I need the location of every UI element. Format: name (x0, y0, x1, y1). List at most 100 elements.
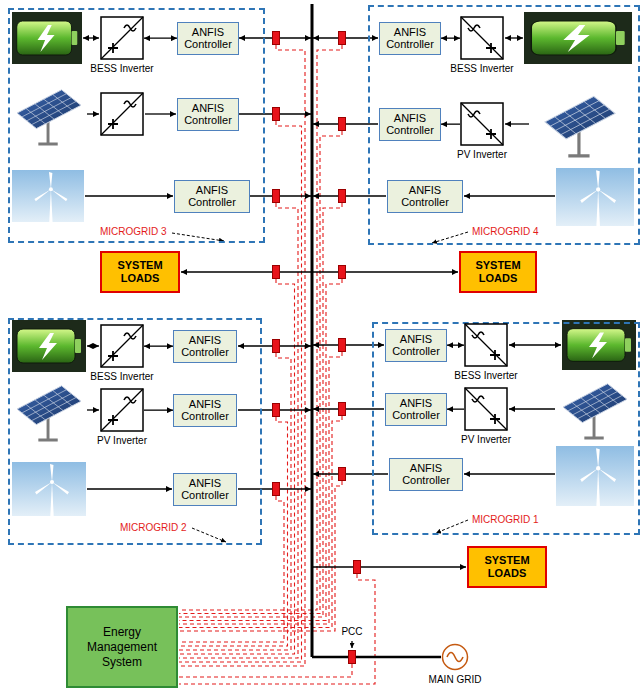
inverter-symbol (465, 388, 507, 430)
inverter-symbol (100, 388, 144, 432)
pv-panel-icon (545, 96, 615, 156)
controller-box: ANFIS Controller (379, 108, 441, 141)
inverter-label: BESS Inverter (90, 63, 153, 74)
controller-label: ANFIS Controller (177, 477, 233, 502)
switch-symbol (339, 468, 346, 481)
power-connector (441, 123, 460, 124)
grid-source-symbol (441, 643, 469, 671)
system-label: Energy Management System (74, 625, 170, 670)
controller-label: ANFIS Controller (389, 397, 443, 422)
region-pointer (432, 232, 468, 243)
inverter-symbol (100, 324, 144, 368)
inverter-symbol (101, 93, 143, 135)
inverter-box: BESS Inverter (464, 323, 508, 367)
power-wire (83, 38, 561, 648)
wind-turbine-icon (12, 168, 634, 516)
pv-panel-icon (17, 90, 627, 440)
microgrid-region: BESS InverterANFIS ControllerANFIS Contr… (8, 8, 265, 243)
pv-panel-icon (17, 90, 81, 144)
control-signal-line (179, 203, 298, 658)
inverter-symbol (464, 323, 508, 367)
power-wire (85, 195, 173, 196)
pv-panel-icon (17, 386, 81, 440)
power-wire (83, 37, 99, 38)
inverter-symbol (101, 93, 143, 135)
power-wire (464, 195, 555, 196)
controller-box: ANFIS Controller (173, 330, 237, 363)
controller-label: ANFIS Controller (181, 102, 235, 127)
controller-box: ANFIS Controller (173, 473, 237, 506)
power-connector (144, 409, 173, 410)
load-label: SYSTEM LOADS (465, 259, 531, 285)
power-wire (313, 473, 388, 474)
grid-source-symbol (447, 653, 463, 662)
grid-source-symbol (443, 645, 468, 670)
grid-source: MAIN GRID (441, 643, 469, 671)
controller-label: ANFIS Controller (178, 184, 246, 209)
region-pointer (192, 528, 226, 542)
switch-symbol (354, 561, 361, 574)
control-signal-line (179, 574, 375, 684)
controller-label: ANFIS Controller (391, 184, 459, 209)
region-pointer (172, 232, 468, 542)
wind-turbine-icon (12, 462, 86, 516)
controller-label: ANFIS Controller (181, 26, 235, 51)
control-signal-line (179, 417, 288, 646)
region-label: MICROGRID 2 (120, 522, 187, 533)
power-wire (87, 345, 99, 346)
power-wire (509, 408, 555, 409)
inverter-box: BESS Inverter (100, 16, 144, 60)
controller-label: ANFIS Controller (393, 462, 459, 487)
load-label: SYSTEM LOADS (106, 259, 174, 285)
controller-box: ANFIS Controller (173, 394, 237, 427)
switch-symbol (273, 340, 280, 353)
switch-symbol (273, 108, 280, 121)
power-wire (145, 113, 176, 114)
inverter-symbol (464, 387, 508, 431)
power-wire (87, 409, 99, 410)
point-label: PCC (341, 626, 362, 637)
control-signal-line (179, 45, 375, 684)
load-label: SYSTEM LOADS (473, 554, 541, 580)
inverter-label: PV Inverter (97, 435, 147, 446)
switch-symbol (273, 266, 280, 279)
switch-symbol (273, 190, 280, 203)
controller-box: ANFIS Controller (379, 22, 441, 55)
inverter-label: PV Inverter (457, 149, 507, 160)
power-connector (441, 37, 460, 38)
inverter-symbol (101, 325, 143, 367)
switch-symbol (339, 266, 346, 279)
controller-label: ANFIS Controller (383, 112, 437, 137)
controller-label: ANFIS Controller (383, 26, 437, 51)
controller-label: ANFIS Controller (177, 334, 233, 359)
power-wire (87, 113, 99, 114)
load-box: SYSTEM LOADS (467, 546, 547, 588)
battery-icon (524, 12, 632, 64)
microgrid-region: ANFIS ControllerBESS InverterANFIS Contr… (368, 5, 640, 245)
switch-symbol (339, 32, 346, 45)
power-wire (313, 271, 458, 272)
power-connector (447, 344, 464, 345)
microgrid-region: ANFIS ControllerBESS InverterANFIS Contr… (372, 322, 640, 535)
controller-box: ANFIS Controller (174, 180, 250, 213)
microgrid-region: BESS InverterANFIS ControllerPV Inverter… (8, 318, 262, 545)
controller-box: ANFIS Controller (177, 98, 239, 131)
controller-label: ANFIS Controller (389, 333, 443, 358)
inverter-label: BESS Inverter (454, 370, 517, 381)
inverter-box: BESS Inverter (100, 324, 144, 368)
pv-panel-icon (563, 384, 627, 438)
grid-label: MAIN GRID (429, 674, 482, 685)
load-box: SYSTEM LOADS (459, 251, 537, 293)
power-wire (87, 488, 172, 489)
inverter-symbol (100, 16, 144, 60)
switch-symbol (273, 32, 361, 664)
load-box: SYSTEM LOADS (100, 251, 180, 293)
switch-symbol (273, 32, 280, 45)
inverter-box: PV Inverter (100, 388, 144, 432)
switch-symbol (273, 483, 280, 496)
power-wire (181, 271, 311, 272)
